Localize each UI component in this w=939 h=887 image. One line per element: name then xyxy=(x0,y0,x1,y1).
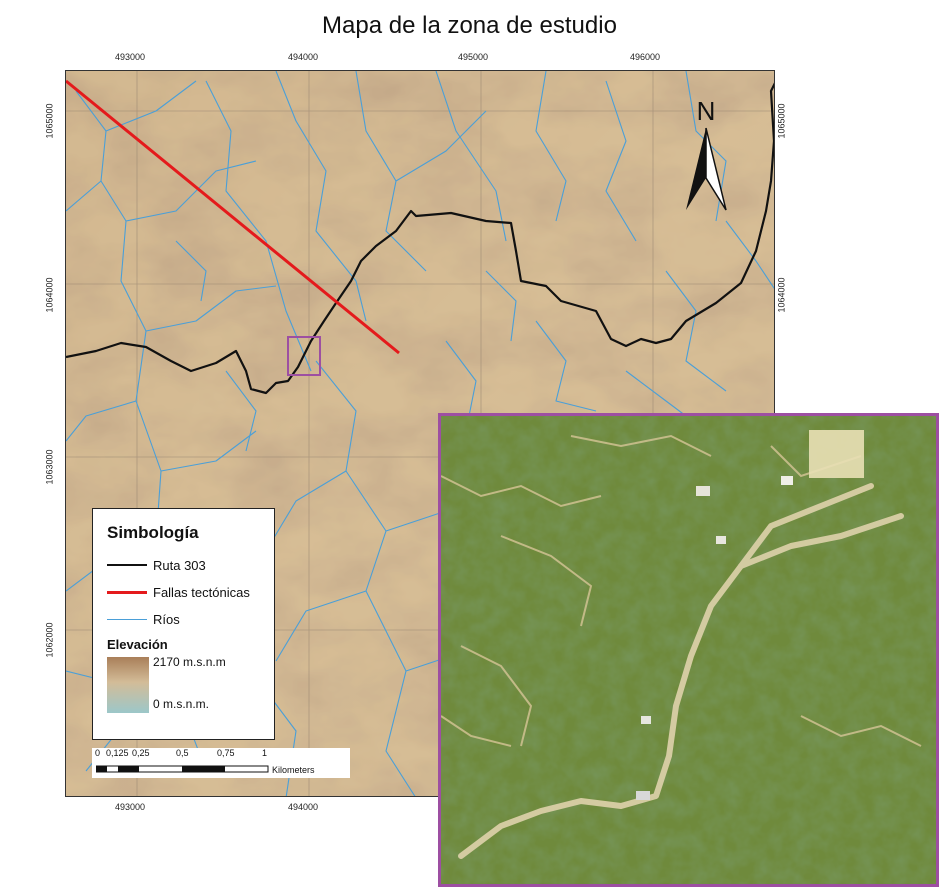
aerial-photo xyxy=(441,416,936,884)
scale-label-1: 1 xyxy=(262,748,268,758)
map-title: Mapa de la zona de estudio xyxy=(322,12,617,39)
scale-label-0: 0 xyxy=(95,748,101,758)
inset-aerial-image xyxy=(438,413,939,887)
legend-swatch-road xyxy=(107,564,147,566)
legend-item-rivers: Ríos xyxy=(107,611,180,627)
scale-label-05: 0,5 xyxy=(176,748,189,758)
top-tick-4: 496000 xyxy=(630,52,661,62)
top-tick-3: 495000 xyxy=(458,52,489,62)
legend: Simbología Ruta 303 Fallas tectónicas Rí… xyxy=(92,508,275,740)
legend-item-fault: Fallas tectónicas xyxy=(107,584,250,600)
legend-elevation-ramp xyxy=(107,657,149,713)
left-tick-1: 1065000 xyxy=(44,103,55,139)
legend-elevation-min: 0 m.s.n.m. xyxy=(153,697,210,711)
legend-title: Simbología xyxy=(107,523,199,542)
scale-label-025: 0,25 xyxy=(132,748,150,758)
scale-bar-graphic xyxy=(96,765,269,773)
top-tick-1: 493000 xyxy=(115,52,146,62)
left-tick-3: 1063000 xyxy=(44,449,55,485)
north-label: N xyxy=(697,98,716,126)
tectonic-fault xyxy=(66,79,400,355)
left-tick-4: 1062000 xyxy=(44,622,55,658)
legend-swatch-rivers xyxy=(107,618,147,620)
right-tick-1: 1065000 xyxy=(776,103,787,139)
left-tick-2: 1064000 xyxy=(44,277,55,313)
legend-item-road: Ruta 303 xyxy=(107,557,206,573)
scale-label-075: 0,75 xyxy=(217,748,235,758)
right-tick-2: 1064000 xyxy=(776,277,787,313)
legend-label-rivers: Ríos xyxy=(153,611,180,627)
bottom-tick-2: 494000 xyxy=(288,802,319,812)
top-tick-2: 494000 xyxy=(288,52,319,62)
legend-label-road: Ruta 303 xyxy=(153,557,206,573)
bottom-tick-1: 493000 xyxy=(115,802,146,812)
legend-label-fault: Fallas tectónicas xyxy=(153,584,250,600)
scale-label-0125: 0,125 xyxy=(106,748,129,758)
scale-bar: 0 0,125 0,25 0,5 0,75 1 Kilometers xyxy=(92,748,350,778)
study-area-box[interactable] xyxy=(287,336,321,376)
legend-elevation-max: 2170 m.s.n.m xyxy=(153,655,226,669)
scale-units: Kilometers xyxy=(272,765,315,775)
north-arrow-icon: N xyxy=(686,98,727,211)
legend-swatch-fault xyxy=(107,590,147,594)
route-303 xyxy=(66,82,774,395)
legend-elevation-title: Elevación xyxy=(107,637,168,652)
